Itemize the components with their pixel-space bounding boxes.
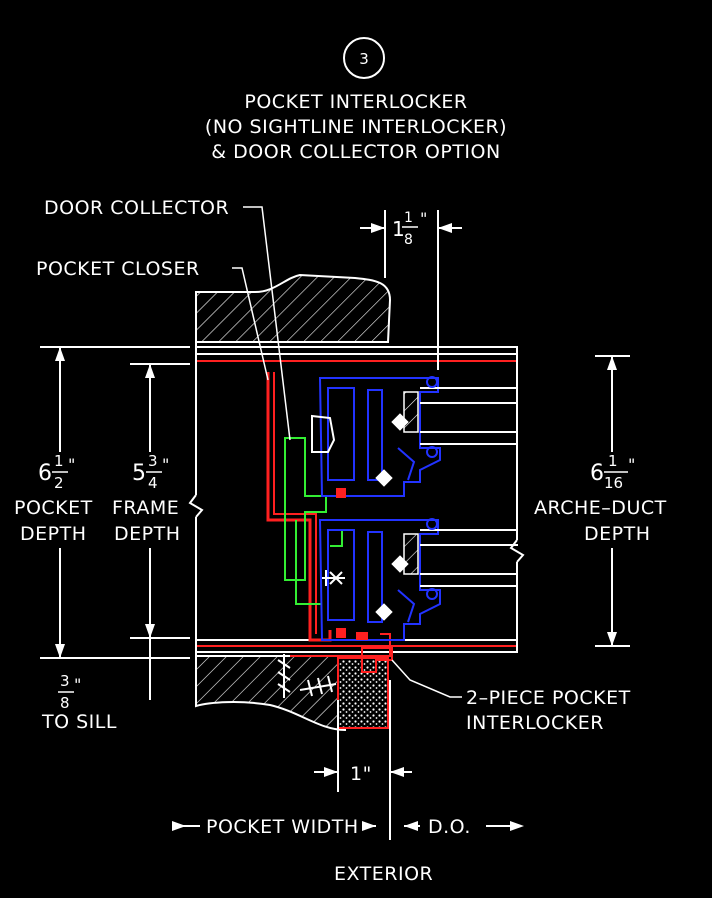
- dim-pocket-num: 1: [54, 452, 64, 470]
- label-two-piece-2: INTERLOCKER: [466, 712, 604, 734]
- interlocker-piece: [361, 647, 393, 673]
- dim-arche-whole: 6: [590, 461, 604, 486]
- dim-sill-den: 8: [60, 694, 70, 712]
- svg-text:": ": [420, 209, 427, 228]
- screw-vertical-icon: [277, 654, 291, 698]
- top-wall-hatch: [195, 273, 392, 343]
- latch-icon: [311, 414, 336, 453]
- label-to-sill: TO SILL: [41, 711, 117, 733]
- label-arche-2: DEPTH: [584, 523, 651, 545]
- pocket-closer: [266, 372, 332, 642]
- door-collector: [284, 437, 327, 581]
- dim-pocket-whole: 6: [38, 461, 52, 486]
- bottom-wall-hatch: [195, 655, 346, 732]
- label-pocket-depth-2: DEPTH: [20, 523, 87, 545]
- svg-text:": ": [68, 455, 75, 474]
- title-line-1: POCKET INTERLOCKER: [244, 91, 467, 113]
- dim-pocket-den: 2: [54, 474, 64, 492]
- dim-frame-whole: 5: [132, 461, 146, 486]
- svg-text:": ": [74, 675, 81, 694]
- detail-number-circle: [343, 37, 385, 79]
- dim-top-num: 1: [404, 210, 413, 226]
- label-frame-depth-2: DEPTH: [114, 523, 181, 545]
- label-two-piece-1: 2–PIECE POCKET: [466, 687, 631, 709]
- label-arche-1: ARCHE–DUCT: [534, 497, 667, 519]
- svg-text:": ": [628, 455, 635, 474]
- title-line-3: & DOOR COLLECTOR OPTION: [211, 141, 500, 163]
- dim-arche-num: 1: [608, 452, 618, 470]
- label-pocket-width: POCKET WIDTH: [206, 816, 359, 838]
- label-door-collector: DOOR COLLECTOR: [44, 197, 229, 219]
- title-line-2: (NO SIGHTLINE INTERLOCKER): [205, 116, 507, 138]
- dim-one-inch: 1": [350, 763, 372, 785]
- dim-sill-num: 3: [60, 672, 70, 690]
- door-panel-lower: [318, 519, 441, 641]
- dim-arche-den: 16: [604, 474, 623, 492]
- detail-number: 3: [359, 50, 369, 68]
- dim-frame-num: 3: [148, 452, 158, 470]
- gasket-1: [391, 413, 409, 431]
- screw-diagonal-icon: [299, 675, 337, 697]
- dim-top-whole: 1: [392, 217, 405, 241]
- label-frame-depth-1: FRAME: [112, 497, 179, 519]
- label-pocket-closer: POCKET CLOSER: [36, 258, 200, 280]
- svg-text:": ": [162, 455, 169, 474]
- label-exterior: EXTERIOR: [334, 863, 433, 885]
- label-pocket-depth-1: POCKET: [14, 497, 93, 519]
- dim-frame-den: 4: [148, 474, 158, 492]
- door-panel-upper: [318, 377, 441, 497]
- label-do: D.O.: [428, 816, 471, 838]
- dim-top-den: 8: [404, 232, 413, 248]
- screw-icon: [322, 570, 345, 586]
